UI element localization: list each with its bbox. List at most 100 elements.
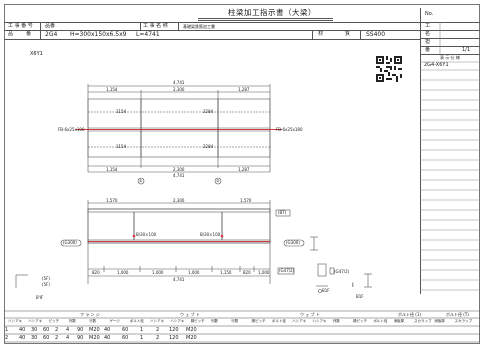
- top-bottom-dim-2: 2,300: [173, 167, 185, 172]
- table-cell: M20: [186, 327, 197, 333]
- item-label-2: 番: [26, 31, 32, 37]
- item-code: 2G4: [45, 30, 58, 38]
- right-panel-line-4: [420, 54, 480, 55]
- top-inner-d: 2284: [203, 144, 214, 149]
- table-cell: 40: [19, 335, 26, 341]
- table-cell: 90: [77, 327, 84, 333]
- side-right-tag: (G300): [286, 240, 300, 245]
- table-cell: 60: [122, 335, 129, 341]
- side-mid-right: B/30×100: [200, 232, 221, 237]
- table-cell: 90: [77, 335, 84, 341]
- side-bottom-dim-3: 1,000: [152, 270, 164, 275]
- top-dim-1: 1,154: [106, 87, 118, 92]
- table-header-cell: ハシアキ: [312, 319, 327, 323]
- member-length: L=4741: [136, 30, 160, 38]
- right-panel-border: [420, 8, 421, 294]
- table-cell: M20: [89, 335, 100, 341]
- side-bottom-dim-7: 1,000: [258, 270, 270, 275]
- top-inner-b: 2284: [203, 109, 214, 114]
- right-panel-line-2: [420, 38, 480, 39]
- table-header-cell: 列数: [211, 319, 218, 323]
- table-header-cell: 添板厚: [393, 319, 405, 323]
- circle-mark-2: ②: [216, 178, 220, 183]
- circle-mark-1: ①: [139, 178, 143, 183]
- side-left-small: (5F): [42, 276, 50, 281]
- table-header-cell: ハシアキ: [150, 319, 165, 323]
- top-right-note: FB-6x25x180: [276, 126, 303, 132]
- table-cell: 2: [5, 335, 9, 341]
- table-cell: M20: [89, 327, 100, 333]
- page-number: 1/1: [462, 47, 471, 53]
- side-mid-left: B/30×100: [136, 232, 157, 237]
- note-bottom-right-1: B1F: [322, 288, 330, 293]
- table-cell: 2: [156, 327, 160, 333]
- table-header-cell: 行数: [89, 319, 97, 323]
- table-cell: 1: [140, 327, 144, 333]
- header-vline-3: [178, 22, 179, 30]
- table-header-cell: 添板厚: [434, 319, 445, 323]
- right-label-3: 担: [425, 39, 431, 45]
- side-bottom-dim-4: 1,000: [188, 270, 200, 275]
- title-underline-2: [198, 20, 333, 21]
- table-cell: 60: [43, 335, 50, 341]
- side-tag-bt: (BT): [278, 210, 287, 215]
- top-dim-2: 2,300: [173, 87, 185, 92]
- table-cell: 2: [156, 335, 160, 341]
- table-group-bolt-2: ボルト径 (T): [446, 312, 469, 317]
- table-cell: 60: [122, 327, 129, 333]
- table-cell: 4: [66, 335, 70, 341]
- table-header-cell: 列数: [332, 319, 340, 323]
- table-header-cell: ゲージ: [109, 319, 120, 323]
- header-vline-4: [312, 30, 313, 39]
- table-cell: 60: [43, 327, 50, 333]
- header-vline-2: [140, 22, 141, 30]
- table-cell: 30: [31, 327, 38, 333]
- table-cell: 40: [104, 327, 111, 333]
- table-group-web-2: ウ ェ ブ ト: [300, 312, 320, 317]
- table-header-cell: ハシアキ: [28, 319, 43, 323]
- table-cell: 2: [55, 335, 59, 341]
- side-bottom-dim-1: 820: [92, 270, 100, 275]
- project-number-value: 品番: [45, 23, 56, 29]
- note-bottom-right-2: B1F: [356, 294, 364, 299]
- mark-value: 2G4-X6Y1: [424, 62, 449, 68]
- material-label: 材: [318, 31, 324, 37]
- table-cell: M20: [186, 335, 197, 341]
- header-line-1: [4, 30, 420, 31]
- table-header-cell: ボルト径: [129, 319, 144, 323]
- qr-code-icon: [376, 56, 402, 82]
- side-dim-3: 1,570: [240, 198, 252, 203]
- table-header-cell: ハシアキ: [170, 319, 185, 323]
- table-cell: 40: [19, 327, 26, 333]
- project-number-label: 工 事 番 号: [8, 23, 33, 29]
- top-overall-dim: 4,741: [173, 80, 185, 85]
- note-bottom-left: B'IF: [36, 295, 44, 300]
- right-label-2: 名: [425, 31, 431, 37]
- table-header-cell: スカラップ: [414, 319, 432, 323]
- side-bottom-dim-5: 1,150: [220, 270, 232, 275]
- right-panel-line-1: [420, 30, 480, 31]
- table-header-cell: 縁ピッチ: [251, 319, 266, 323]
- section-symbol: I: [352, 282, 354, 289]
- table-header-cell: スカラップ: [454, 319, 473, 323]
- top-bottom-overall: 4,741: [173, 173, 185, 178]
- side-dim-2: 2,300: [173, 198, 185, 203]
- table-header-cell: ハシアキ: [292, 319, 307, 323]
- note-bottom-right-3: (G47/2): [334, 269, 350, 274]
- table-group-flange: フ ラ ン ジ: [80, 312, 100, 317]
- right-label-4: 番: [425, 47, 431, 53]
- table-group-bolt-1: ボルト径 (1): [398, 312, 421, 317]
- top-bottom-dim-3: 1,287: [238, 167, 250, 172]
- table-header-cell: 縁ピッチ: [353, 319, 368, 323]
- side-left-small-2: (5F): [42, 282, 50, 287]
- table-header-cell: 行数: [231, 319, 239, 323]
- top-inner-a: 1154: [116, 109, 127, 114]
- side-bottom-dim-2: 1,000: [117, 270, 129, 275]
- right-label-1: 工: [425, 23, 431, 29]
- table-cell: 1: [5, 327, 9, 333]
- header-vline-5: [360, 30, 361, 39]
- item-label: 品: [8, 31, 14, 37]
- table-header-cell: ボルト径: [271, 319, 286, 323]
- table-cell: 1: [140, 335, 144, 341]
- top-bottom-dim-1: 1,154: [106, 167, 118, 172]
